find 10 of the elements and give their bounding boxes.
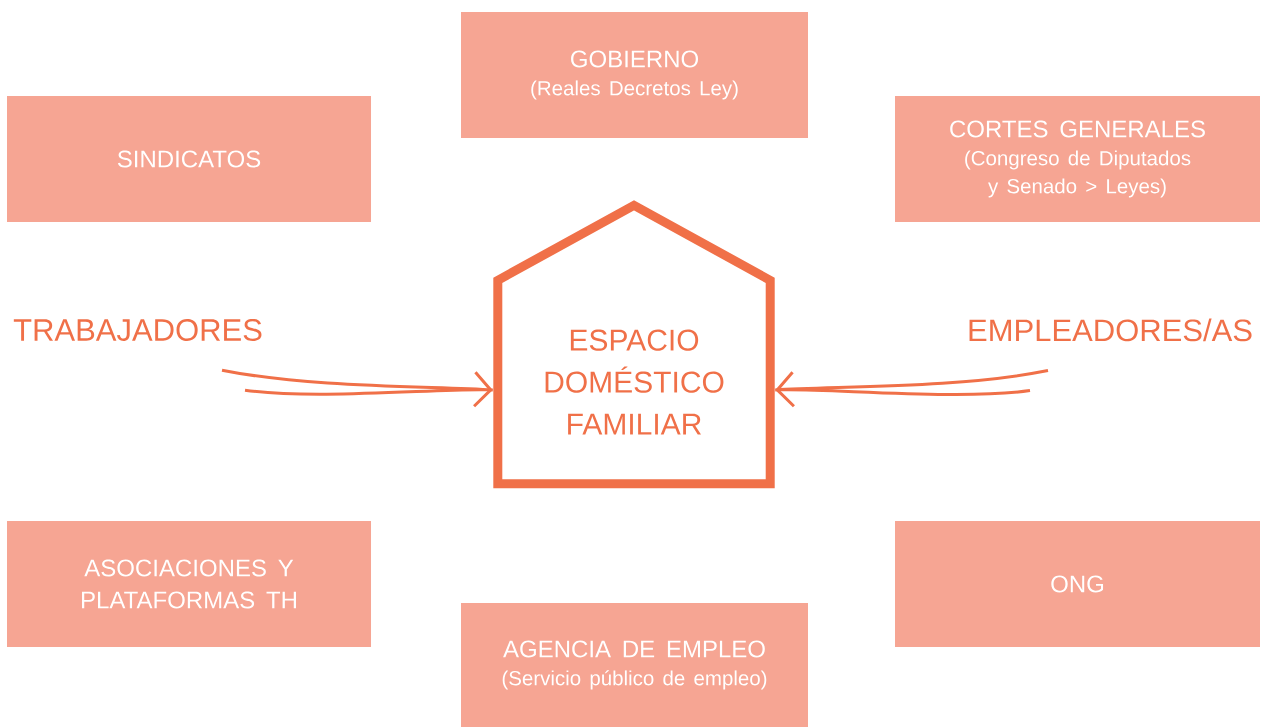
- actor-label: EMPLEADORES/AS: [969, 318, 1252, 342]
- label-box: ONG: [895, 521, 1260, 647]
- label-box: CORTES GENERALES (Congreso de Diputados y Senado > Leyes): [895, 96, 1260, 222]
- label-box: SINDICATOS: [7, 96, 371, 222]
- curved-arrow: [220, 368, 495, 408]
- label-box: AGENCIA DE EMPLEO (Servicio público de empleo): [461, 603, 808, 727]
- label-box: ASOCIACIONES Y PLATAFORMAS TH: [7, 521, 371, 647]
- label-box: GOBIERNO (Reales Decretos Ley): [461, 12, 808, 138]
- actor-label: TRABAJADORES: [13, 319, 262, 341]
- curved-arrow: [773, 369, 1050, 408]
